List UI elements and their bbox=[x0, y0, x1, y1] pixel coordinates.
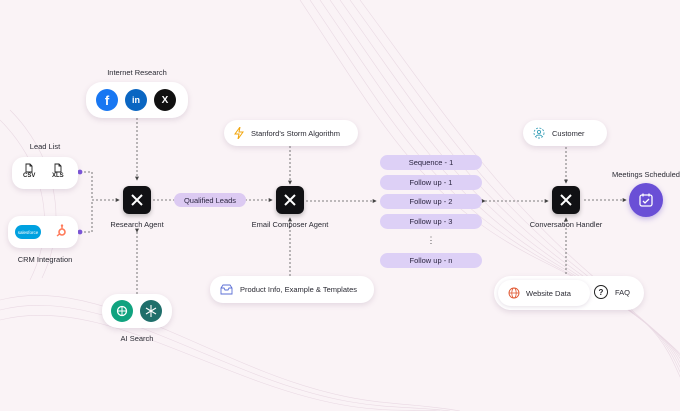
calendar-icon bbox=[629, 183, 663, 217]
crm-integration-label: CRM Integration bbox=[17, 255, 73, 264]
research-agent-label: Research Agent bbox=[110, 220, 164, 229]
product-info-label: Product Info, Example & Templates bbox=[240, 285, 358, 294]
csv-file-icon: CSV bbox=[23, 163, 35, 179]
storm-algorithm-label: Stanford's Storm Algorithm bbox=[251, 128, 340, 138]
email-composer-agent-icon bbox=[276, 186, 304, 214]
sequence-ellipsis: ⋮ bbox=[426, 235, 436, 245]
faq-icon: ? bbox=[594, 285, 608, 299]
customer-card: Customer bbox=[523, 120, 607, 146]
x-icon: X bbox=[154, 89, 176, 111]
sequence-item: Sequence - 1 bbox=[380, 155, 482, 170]
perplexity-icon bbox=[140, 300, 162, 322]
sequence-item: Follow up - 3 bbox=[380, 214, 482, 229]
xls-file-icon: XLS bbox=[52, 163, 64, 179]
customer-icon bbox=[533, 127, 545, 139]
storm-algorithm-card: Stanford's Storm Algorithm bbox=[224, 120, 358, 146]
lightning-icon bbox=[234, 127, 244, 139]
website-data-label: Website Data bbox=[526, 288, 571, 298]
email-composer-agent-label: Email Composer Agent bbox=[251, 220, 329, 229]
openai-icon bbox=[111, 300, 133, 322]
conversation-handler-icon bbox=[552, 186, 580, 214]
customer-label: Customer bbox=[552, 128, 585, 138]
knowledge-card: Website Data ? FAQ bbox=[494, 276, 644, 310]
meetings-scheduled-label: Meetings Scheduled bbox=[612, 170, 680, 179]
lead-list-label: Lead List bbox=[29, 142, 61, 151]
sequence-item: Follow up - 1 bbox=[380, 175, 482, 190]
hubspot-icon bbox=[56, 224, 66, 237]
globe-icon bbox=[508, 287, 520, 299]
conversation-handler-label: Conversation Handler bbox=[529, 220, 603, 229]
sequence-item: Follow up - 2 bbox=[380, 194, 482, 209]
inbox-icon bbox=[220, 284, 233, 295]
faq-label: FAQ bbox=[615, 288, 631, 297]
research-agent-icon bbox=[123, 186, 151, 214]
facebook-icon: f bbox=[96, 89, 118, 111]
qualified-leads-pill: Qualified Leads bbox=[174, 193, 246, 207]
ai-search-card bbox=[102, 294, 172, 328]
product-info-card: Product Info, Example & Templates bbox=[210, 276, 374, 303]
ai-search-label: AI Search bbox=[120, 334, 154, 343]
lead-list-card: CSV XLS bbox=[12, 157, 78, 189]
salesforce-icon: salesforce bbox=[15, 225, 41, 239]
crm-integration-card: salesforce bbox=[8, 216, 78, 248]
linkedin-icon: in bbox=[125, 89, 147, 111]
internet-research-card: f in X bbox=[86, 82, 188, 118]
website-data-pill: Website Data bbox=[498, 280, 590, 306]
internet-research-label: Internet Research bbox=[107, 68, 167, 77]
sequence-item: Follow up - n bbox=[380, 253, 482, 268]
